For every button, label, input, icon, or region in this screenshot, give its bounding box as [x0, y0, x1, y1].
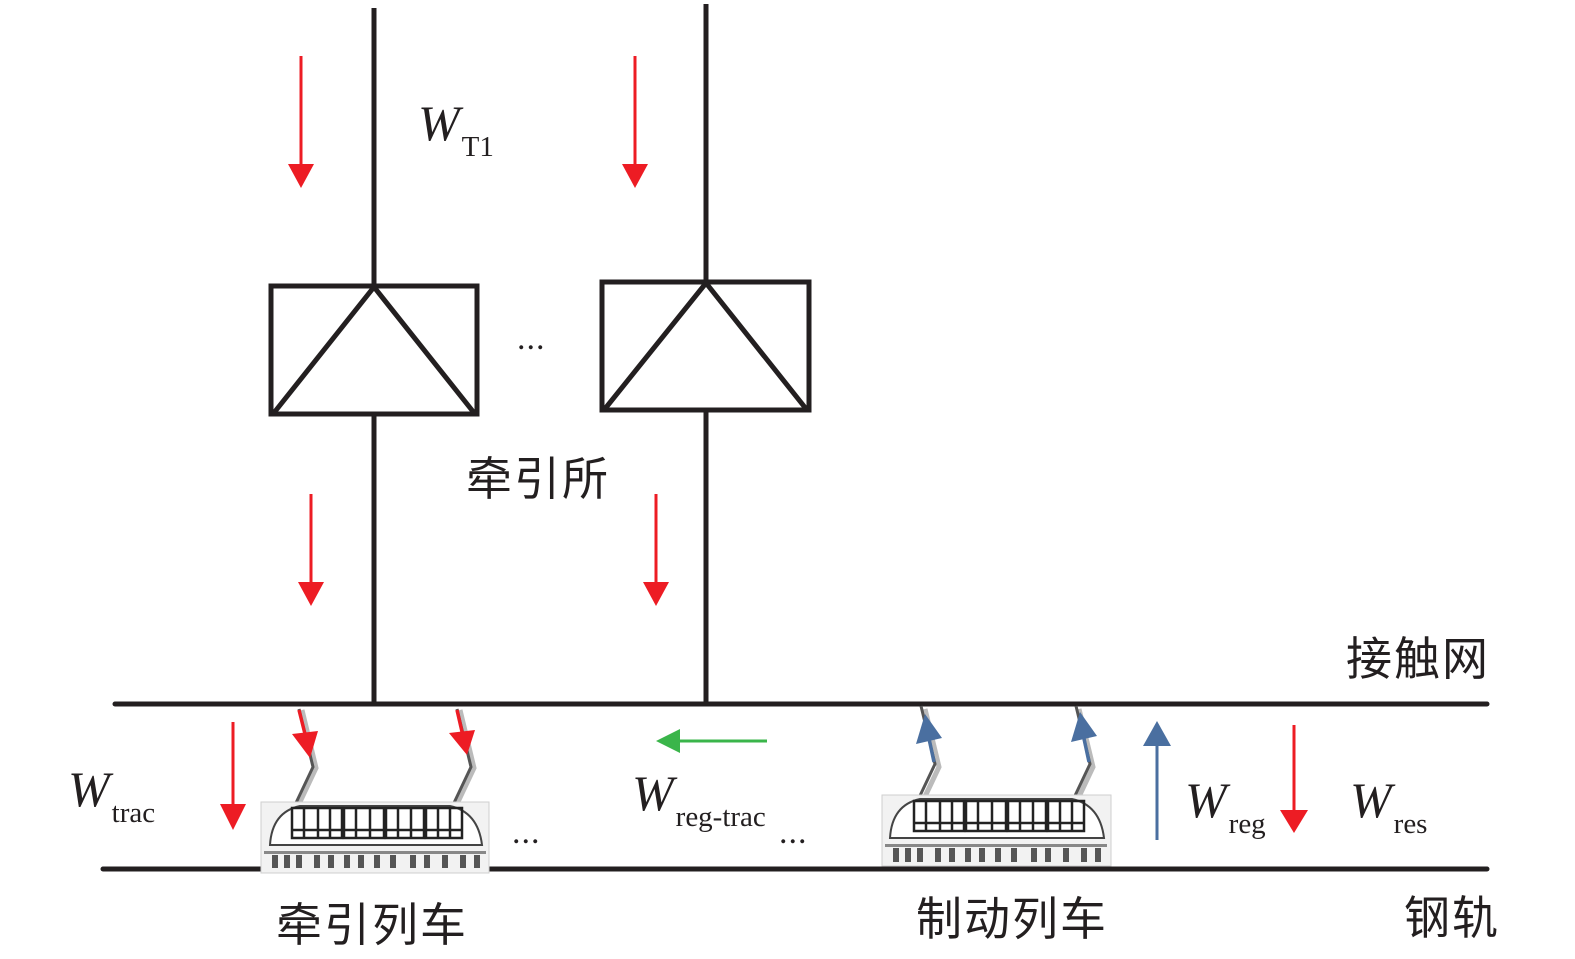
label-w-trac: Wtrac	[68, 761, 155, 828]
label-traction-train: 牵引列车	[276, 898, 468, 952]
label-w-reg-sub: reg	[1228, 808, 1266, 840]
label-w-trac-sub: trac	[111, 797, 156, 829]
pantograph-flow-arrow-up	[916, 714, 942, 763]
label-substation: 牵引所	[466, 452, 610, 506]
label-w-res: Wres	[1350, 772, 1427, 839]
substation-2-rectifier-icon	[599, 278, 812, 413]
pantograph-flow-arrow-up	[1071, 712, 1097, 763]
label-w-reg-trac-sub: reg-trac	[675, 801, 766, 833]
label-w-t1-sub: T1	[461, 131, 494, 163]
label-w-reg: Wreg	[1185, 772, 1266, 839]
label-w-t1-main: W	[418, 95, 460, 151]
pantograph-flow-arrow-down	[292, 709, 318, 758]
substation-1-rectifier-icon	[268, 282, 480, 417]
arrow-down-grid-2	[622, 56, 648, 188]
braking-train-icon	[881, 705, 1112, 867]
label-w-reg-main: W	[1185, 772, 1227, 828]
arrow-left-w-reg-trac	[656, 729, 767, 753]
arrow-up-w-reg	[1143, 721, 1171, 840]
label-w-t1: WT1	[418, 95, 494, 162]
arrow-down-grid-1	[288, 56, 314, 188]
arrow-down-substation-2	[643, 494, 669, 606]
label-catenary: 接触网	[1346, 632, 1490, 686]
arrow-down-substation-1	[298, 494, 324, 606]
ellipsis-substations: ...	[517, 320, 546, 357]
arrow-down-w-trac	[220, 722, 246, 830]
arrow-down-w-res	[1280, 725, 1308, 833]
label-w-reg-trac-main: W	[632, 765, 674, 821]
label-w-res-sub: res	[1393, 808, 1428, 840]
label-braking-train: 制动列车	[916, 892, 1108, 946]
ellipsis-after-traction-train: ...	[512, 814, 541, 851]
ellipsis-before-braking-train: ...	[779, 814, 808, 851]
pantograph-flow-arrow-down	[449, 709, 475, 755]
label-rail: 钢轨	[1404, 891, 1500, 945]
label-w-trac-main: W	[68, 761, 110, 817]
label-w-res-main: W	[1350, 772, 1392, 828]
label-w-reg-trac: Wreg-trac	[632, 765, 766, 832]
traction-train-icon	[260, 708, 490, 874]
